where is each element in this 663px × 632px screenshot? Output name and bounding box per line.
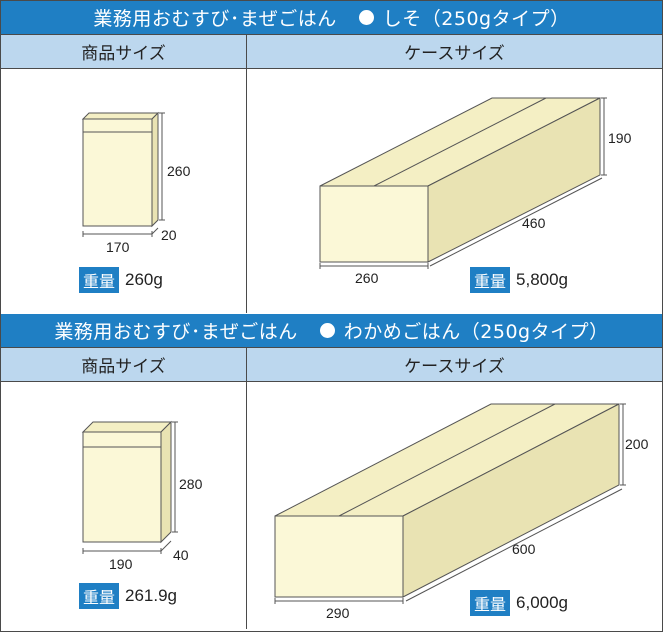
product-block-wakame: 業務用おむすび･まぜごはん わかめごはん（250gタイプ） 商品サイズ ケースサ…	[1, 314, 662, 631]
product-height-label: 280	[179, 476, 203, 492]
product-size-pane: 280 190 40 重量 261.9g	[1, 382, 247, 629]
case-size-pane: 200 600 290 重量 6,000g	[247, 382, 662, 629]
product-title-bar: 業務用おむすび･まぜごはん わかめごはん（250gタイプ）	[1, 314, 662, 347]
product-variant: わかめごはん（250gタイプ）	[343, 321, 609, 343]
product-package-diagram: 260 170 20	[81, 111, 191, 255]
product-width-label: 170	[106, 239, 130, 255]
weight-tag: 重量	[470, 590, 511, 616]
size-body-row: 280 190 40 重量 261.9g	[1, 382, 662, 629]
size-body-row: 260 170 20 重量 260g	[1, 69, 662, 313]
case-box-diagram: 190 460 260	[319, 97, 632, 286]
product-title: 業務用おむすび･まぜごはん	[54, 321, 298, 343]
product-weight-value: 261.9g	[125, 586, 178, 605]
case-height-label: 190	[608, 130, 632, 146]
product-height-label: 260	[167, 163, 191, 179]
product-size-pane: 260 170 20 重量 260g	[1, 69, 247, 313]
weight-tag: 重量	[79, 267, 120, 293]
bullet-icon	[319, 323, 335, 338]
product-block-shiso: 業務用おむすび･まぜごはん しそ（250gタイプ） 商品サイズ ケースサイズ	[1, 1, 662, 314]
product-width-label: 190	[109, 556, 133, 572]
weight-tag: 重量	[470, 267, 511, 293]
product-weight-value: 260g	[125, 270, 163, 289]
product-package-diagram: 280 190 40	[81, 420, 203, 572]
product-weight: 重量 261.9g	[79, 583, 177, 609]
case-weight-value: 6,000g	[516, 593, 569, 612]
case-weight: 重量 6,000g	[470, 590, 568, 616]
case-length-label: 600	[512, 541, 536, 557]
product-depth-label: 20	[161, 227, 177, 243]
product-variant: しそ（250gタイプ）	[382, 8, 570, 30]
size-header-row: 商品サイズ ケースサイズ	[1, 347, 662, 382]
product-size-header: 商品サイズ	[1, 348, 247, 381]
product-title: 業務用おむすび･まぜごはん	[93, 8, 337, 30]
case-size-pane: 190 460 260 重量 5,800g	[247, 69, 662, 313]
case-size-header: ケースサイズ	[404, 44, 505, 64]
case-length-label: 460	[522, 215, 546, 231]
case-height-label: 200	[625, 436, 649, 452]
size-header-row: 商品サイズ ケースサイズ	[1, 34, 662, 69]
product-weight: 重量 260g	[79, 267, 163, 293]
product-title-bar: 業務用おむすび･まぜごはん しそ（250gタイプ）	[1, 1, 662, 34]
case-weight: 重量 5,800g	[470, 267, 568, 293]
case-weight-value: 5,800g	[516, 270, 569, 289]
case-width-label: 260	[355, 270, 379, 286]
case-box-diagram: 200 600 290	[274, 403, 649, 621]
case-size-header: ケースサイズ	[404, 357, 505, 377]
weight-tag: 重量	[79, 583, 120, 609]
product-depth-label: 40	[173, 547, 189, 563]
bullet-icon	[358, 10, 374, 25]
product-size-header: 商品サイズ	[1, 35, 247, 68]
case-width-label: 290	[326, 605, 350, 621]
